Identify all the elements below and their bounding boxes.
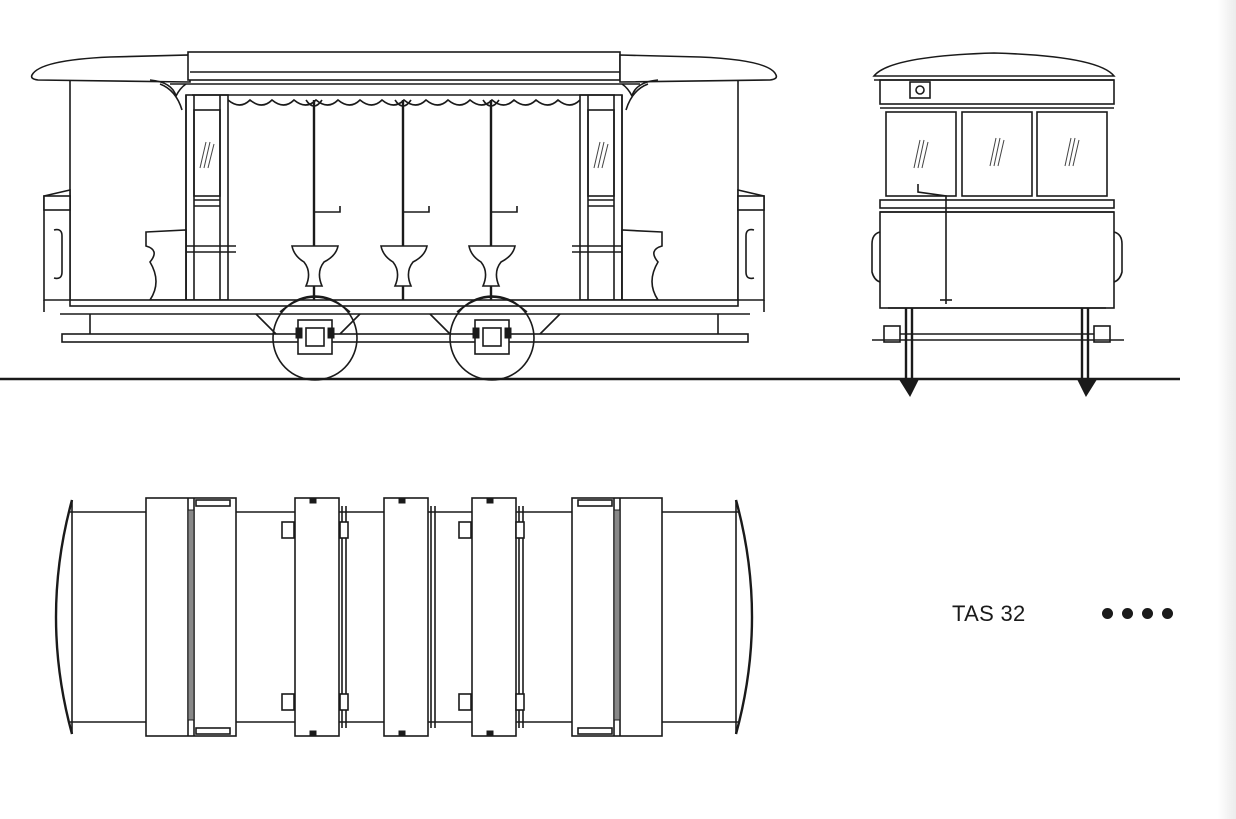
rating-dot xyxy=(1142,608,1153,619)
rating-dot xyxy=(1102,608,1113,619)
end-dash-panel xyxy=(879,211,1115,309)
plan-right-dash xyxy=(734,499,754,735)
end-running-gear xyxy=(872,308,1124,398)
rating-dot xyxy=(1122,608,1133,619)
side-right-end xyxy=(621,79,765,312)
side-left-door xyxy=(185,94,236,301)
plan-view xyxy=(54,497,754,737)
rating-dots xyxy=(1102,608,1173,619)
plan-cross-seats xyxy=(281,497,525,737)
plan-left-dash xyxy=(54,499,74,735)
side-seats xyxy=(291,245,516,287)
page-edge-shadow xyxy=(1218,0,1236,819)
plan-right-bench xyxy=(571,497,663,737)
rating-dot xyxy=(1162,608,1173,619)
plan-left-bench xyxy=(145,497,237,737)
side-wheels xyxy=(272,295,535,381)
model-code-label: TAS 32 xyxy=(952,601,1026,626)
side-elevation xyxy=(0,51,1180,381)
end-roof xyxy=(872,52,1116,77)
side-right-door xyxy=(572,94,623,301)
end-windows xyxy=(885,111,1108,197)
end-destination-box xyxy=(909,81,931,99)
end-elevation xyxy=(871,52,1124,398)
side-chassis xyxy=(60,299,750,343)
side-left-end xyxy=(43,79,187,312)
side-roof xyxy=(30,51,778,96)
end-brake-rod xyxy=(917,184,947,304)
